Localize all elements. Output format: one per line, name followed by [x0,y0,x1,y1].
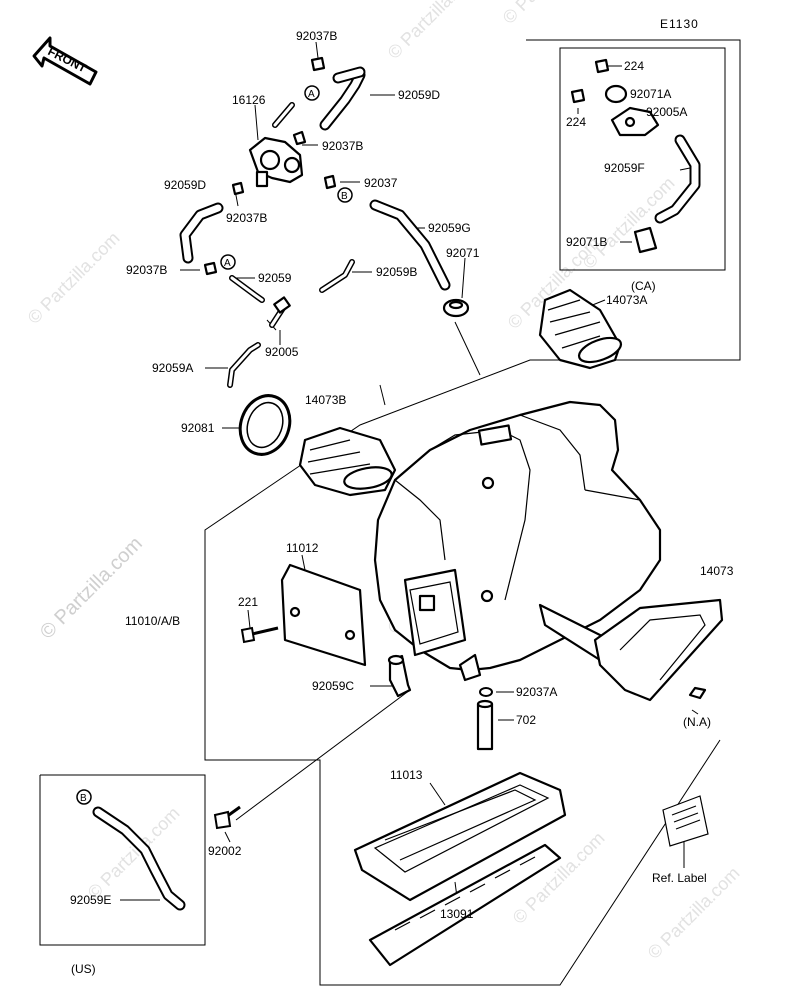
marker-b-mid: B [341,191,348,202]
label-224-b: 224 [566,115,586,129]
label-14073: 14073 [700,564,734,578]
label-221: 221 [238,595,258,609]
note-ca: (CA) [631,279,656,293]
hoses-top [179,66,451,388]
label-92037B-top: 92037B [296,29,337,43]
label-92002: 92002 [208,844,242,858]
label-16126: 16126 [232,93,266,107]
label-92059D-left: 92059D [164,178,206,192]
label-11013: 11013 [390,768,423,782]
gasket-92081 [238,394,292,456]
label-92005: 92005 [265,345,299,359]
ca-box-parts [570,58,701,254]
label-92037B-left2: 92037B [126,263,167,277]
marker-a-top: A [308,89,315,100]
label-92059E: 92059E [70,893,111,907]
elbow-92059C [387,654,412,698]
group-boxes [39,39,741,986]
variant-notes: (CA) (N.A) (US) Ref. Label [71,279,711,976]
plate-11012 [280,563,367,667]
label-92059C: 92059C [312,679,354,693]
label-92059A: 92059A [152,361,193,375]
watermark-top-center: © Partzilla.com [384,0,484,63]
label-14073B: 14073B [305,393,346,407]
bolt-92002 [213,805,241,830]
base-13091 [368,843,562,967]
label-702: 702 [516,713,536,727]
label-92005A: 92005A [646,105,687,119]
label-92037: 92037 [364,176,398,190]
label-92071B: 92071B [566,235,607,249]
note-ref-label: Ref. Label [652,871,707,885]
marker-b-us: B [80,793,87,804]
label-92081: 92081 [181,421,215,435]
note-us: (US) [71,962,96,976]
ca-box [559,47,726,271]
label-11012: 11012 [286,541,319,555]
boot-14073B [298,426,397,497]
watermark-top-left: © Partzilla.com [24,228,124,328]
label-92037B-left1: 92037B [226,211,267,225]
label-92059D-top: 92059D [398,88,440,102]
note-na: (N.A) [683,715,711,729]
marker-a-left: A [224,258,231,269]
label-13091: 13091 [440,907,474,921]
us-box-hose [92,806,186,911]
watermark-ca-box: © Partzilla.com [579,173,679,273]
leader-lines [120,41,699,906]
label-92071: 92071 [446,246,480,260]
boot-14073A [538,288,623,370]
label-92037B-mid: 92037B [322,139,363,153]
label-11010AB: 11010/A/B [125,614,180,628]
front-arrow-icon: FRONT [32,36,98,86]
tray-11013 [353,771,567,902]
label-224-a: 224 [624,59,644,73]
label-92037A: 92037A [516,685,557,699]
fitting-92005 [269,296,291,328]
us-box [39,774,206,946]
pipe-702 [476,699,494,751]
ref-label-card [662,795,709,847]
watermark-top-right: © Partzilla.com [499,0,599,28]
diagram-ref-code: E1130 [660,17,699,31]
clamp-92037A [479,687,493,697]
label-92059B: 92059B [376,265,417,279]
grommet-92071 [442,298,470,318]
bolt-221 [240,626,279,644]
label-92059F: 92059F [604,161,645,175]
label-92059: 92059 [258,271,292,285]
clamps-small [203,56,337,276]
duct-14073 [593,598,724,702]
label-92059G: 92059G [428,221,471,235]
main-assembly-outline [204,39,741,986]
valve-16126 [248,136,304,188]
part-labels: 92037B 92059D 16126 92037B 92037 92059D … [70,29,734,921]
markers: A B A B [76,85,353,805]
label-92071A: 92071A [630,87,671,101]
label-14073A: 14073A [606,293,647,307]
